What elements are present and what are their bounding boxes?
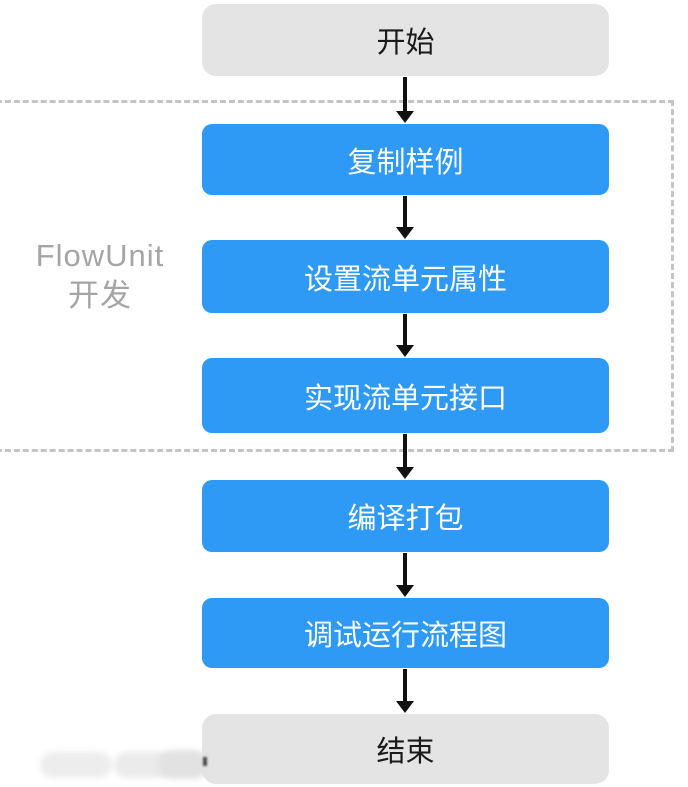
flow-node-copy-sample: 复制样例	[202, 124, 609, 195]
arrow-compile-package-to-debug-run	[396, 553, 414, 597]
arrow-head-icon	[396, 111, 414, 123]
flow-node-implement-flowunit-interface: 实现流单元接口	[202, 358, 609, 433]
flow-node-start-label: 开始	[376, 27, 435, 59]
flow-node-copy-sample-label: 复制样例	[347, 146, 464, 179]
flow-node-start: 开始	[202, 4, 609, 76]
flow-node-compile-package-label: 编译打包	[347, 503, 464, 535]
group-label-line2: 开发	[68, 278, 132, 313]
arrow-head-icon	[396, 585, 414, 597]
arrow-head-icon	[396, 701, 414, 713]
flow-node-end: 结束	[202, 714, 609, 784]
arrow-shaft	[403, 196, 407, 229]
flow-node-debug-run-flowchart: 调试运行流程图	[202, 598, 609, 668]
flow-node-debug-run-flowchart-label: 调试运行流程图	[303, 620, 507, 652]
flowunit-dev-group-border	[0, 100, 674, 452]
watermark-blob	[40, 752, 112, 778]
arrow-debug-run-to-end	[396, 669, 414, 713]
flow-node-compile-package: 编译打包	[202, 480, 609, 552]
arrow-head-icon	[396, 345, 414, 357]
arrow-start-to-copy-sample	[396, 77, 414, 123]
arrow-shaft	[403, 669, 407, 703]
flow-node-end-label: 结束	[376, 736, 435, 768]
arrow-head-icon	[396, 467, 414, 479]
arrow-shaft	[403, 553, 407, 587]
arrow-implement-interface-to-compile-package	[396, 434, 414, 479]
watermark-blob	[158, 750, 208, 779]
arrow-shaft	[403, 314, 407, 347]
watermark-blur	[40, 750, 210, 780]
arrow-set-attributes-to-implement-interface	[396, 314, 414, 357]
arrow-shaft	[403, 77, 407, 113]
watermark-dot	[203, 757, 207, 766]
flow-node-implement-flowunit-interface-label: 实现流单元接口	[303, 382, 507, 415]
flow-node-set-flowunit-attributes: 设置流单元属性	[202, 240, 609, 313]
arrow-head-icon	[396, 227, 414, 239]
flow-node-set-flowunit-attributes-label: 设置流单元属性	[303, 263, 507, 296]
arrow-shaft	[403, 434, 407, 469]
arrow-copy-sample-to-set-attributes	[396, 196, 414, 239]
group-label-line1: FlowUnit	[35, 238, 165, 273]
flowunit-dev-group-label: FlowUnit 开发	[14, 236, 186, 316]
